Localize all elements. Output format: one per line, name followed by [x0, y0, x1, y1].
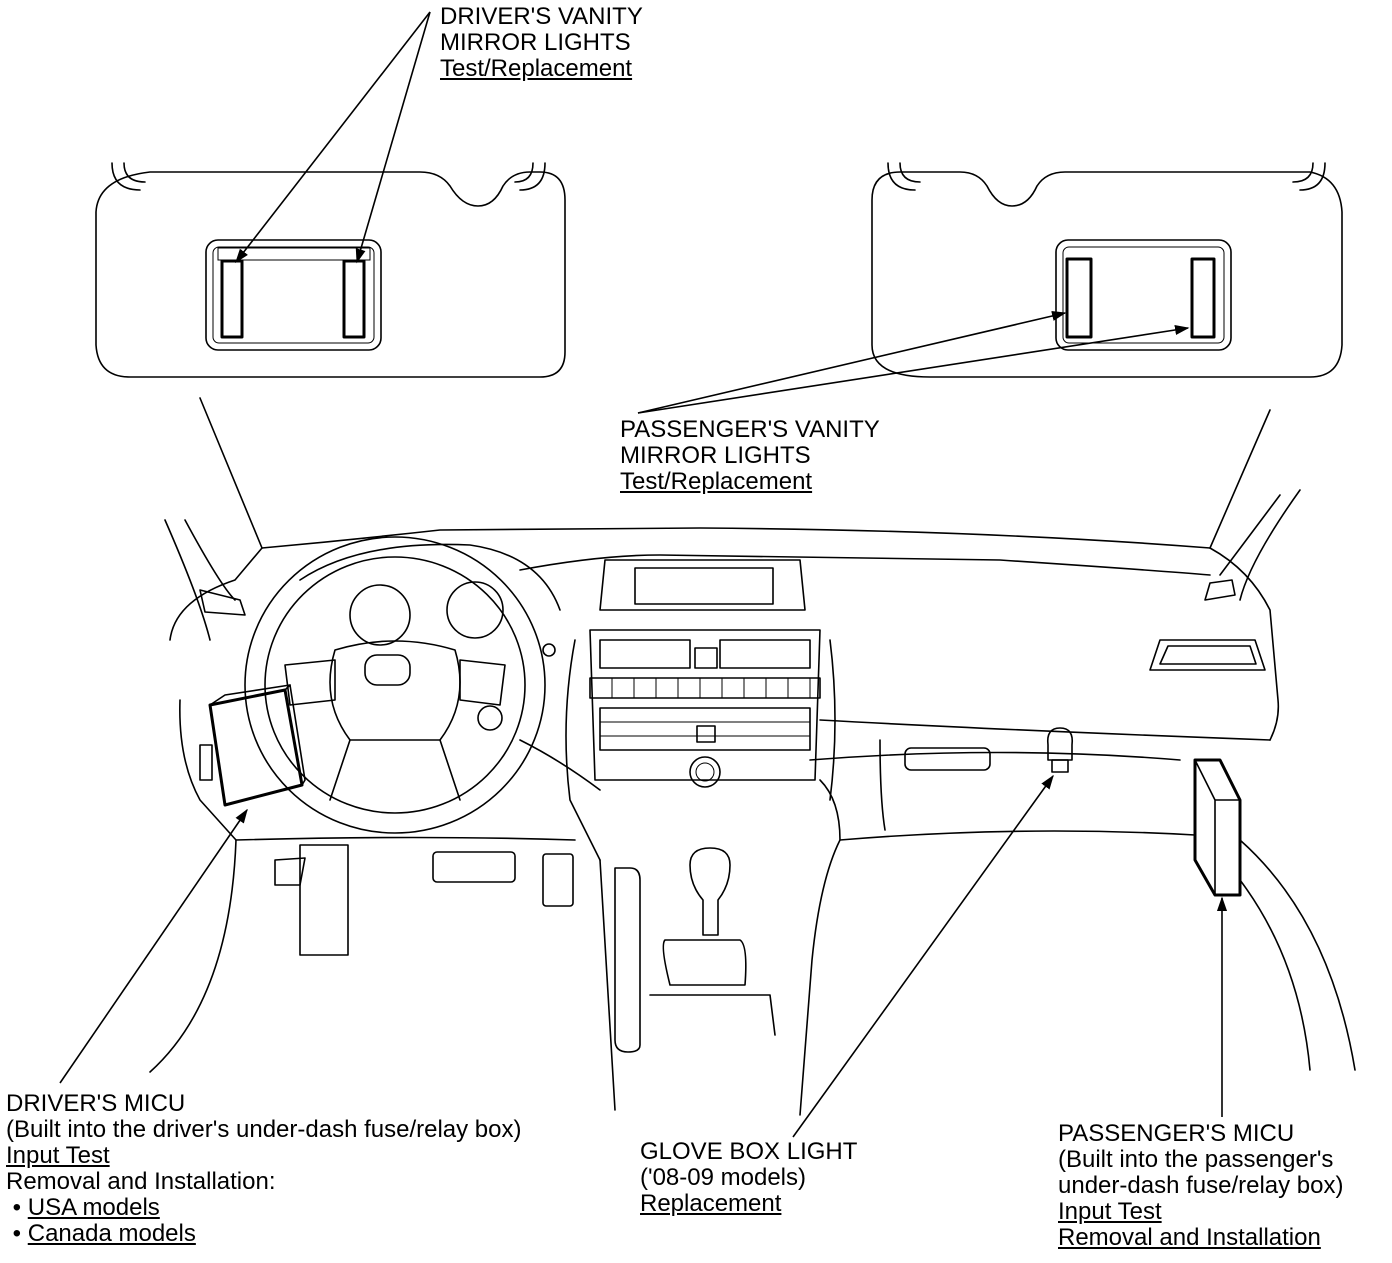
- driver-micu-usa-item: • USA models: [6, 1195, 522, 1221]
- driver-micu-canada-item: • Canada models: [6, 1221, 522, 1247]
- passenger-micu-removal-link[interactable]: Removal and Installation: [1058, 1224, 1321, 1251]
- canada-models-link[interactable]: Canada models: [27, 1220, 196, 1247]
- driver-vanity-title-line1: DRIVER'S VANITY: [440, 3, 643, 30]
- passenger-micu-note-line1: (Built into the passenger's: [1058, 1146, 1334, 1173]
- driver-micu-label: DRIVER'S MICU (Built into the driver's u…: [6, 1091, 522, 1247]
- driver-micu-title: DRIVER'S MICU: [6, 1090, 186, 1117]
- passenger-micu-label: PASSENGER'S MICU (Built into the passeng…: [1058, 1121, 1344, 1251]
- driver-vanity-label: DRIVER'S VANITY MIRROR LIGHTS Test/Repla…: [440, 4, 643, 82]
- passenger-sun-visor: [871, 162, 1343, 378]
- leader-glove-box-light: [792, 774, 1054, 1138]
- leader-passenger-vanity-right: [637, 324, 1190, 414]
- leader-driver-micu: [59, 808, 248, 1084]
- bullet: •: [12, 1220, 22, 1247]
- center-stack: [565, 559, 836, 861]
- driver-micu-removal-heading: Removal and Installation:: [6, 1168, 276, 1195]
- passenger-micu-note-line2: under-dash fuse/relay box): [1058, 1172, 1344, 1199]
- glove-box-light-note: ('08-09 models): [640, 1164, 806, 1191]
- driver-micu-box: [208, 684, 306, 807]
- glove-box-light-title: GLOVE BOX LIGHT: [640, 1138, 858, 1165]
- steering-wheel: [244, 536, 561, 834]
- windshield-frame: [164, 397, 1301, 641]
- leader-driver-vanity-left: [235, 11, 431, 264]
- driver-sun-visor: [95, 162, 566, 378]
- glove-box-light-part: [1046, 727, 1074, 773]
- bullet: •: [12, 1194, 22, 1221]
- driver-vanity-title-line2: MIRROR LIGHTS: [440, 29, 631, 56]
- passenger-micu-title: PASSENGER'S MICU: [1058, 1120, 1295, 1147]
- floor-and-console: [149, 779, 1356, 1116]
- passenger-micu-input-test-link[interactable]: Input Test: [1058, 1198, 1162, 1225]
- driver-micu-input-test-link[interactable]: Input Test: [6, 1142, 110, 1169]
- leader-lines: [59, 11, 1228, 1138]
- leader-driver-vanity-right: [355, 11, 431, 264]
- glove-box-light-replacement-link[interactable]: Replacement: [640, 1190, 782, 1217]
- passenger-micu-box: [1193, 758, 1242, 897]
- passenger-vanity-title-line2: MIRROR LIGHTS: [620, 442, 811, 469]
- usa-models-link[interactable]: USA models: [27, 1194, 160, 1221]
- passenger-vanity-title-line1: PASSENGER'S VANITY: [620, 416, 880, 443]
- passenger-vanity-test-link[interactable]: Test/Replacement: [620, 468, 813, 495]
- leader-passenger-vanity-left: [637, 311, 1067, 414]
- glove-box-light-label: GLOVE BOX LIGHT ('08-09 models) Replacem…: [640, 1139, 857, 1217]
- dashboard: [169, 547, 1280, 841]
- passenger-vanity-label: PASSENGER'S VANITY MIRROR LIGHTS Test/Re…: [620, 417, 880, 495]
- driver-micu-note: (Built into the driver's under-dash fuse…: [6, 1116, 522, 1143]
- driver-vanity-test-link[interactable]: Test/Replacement: [440, 55, 633, 82]
